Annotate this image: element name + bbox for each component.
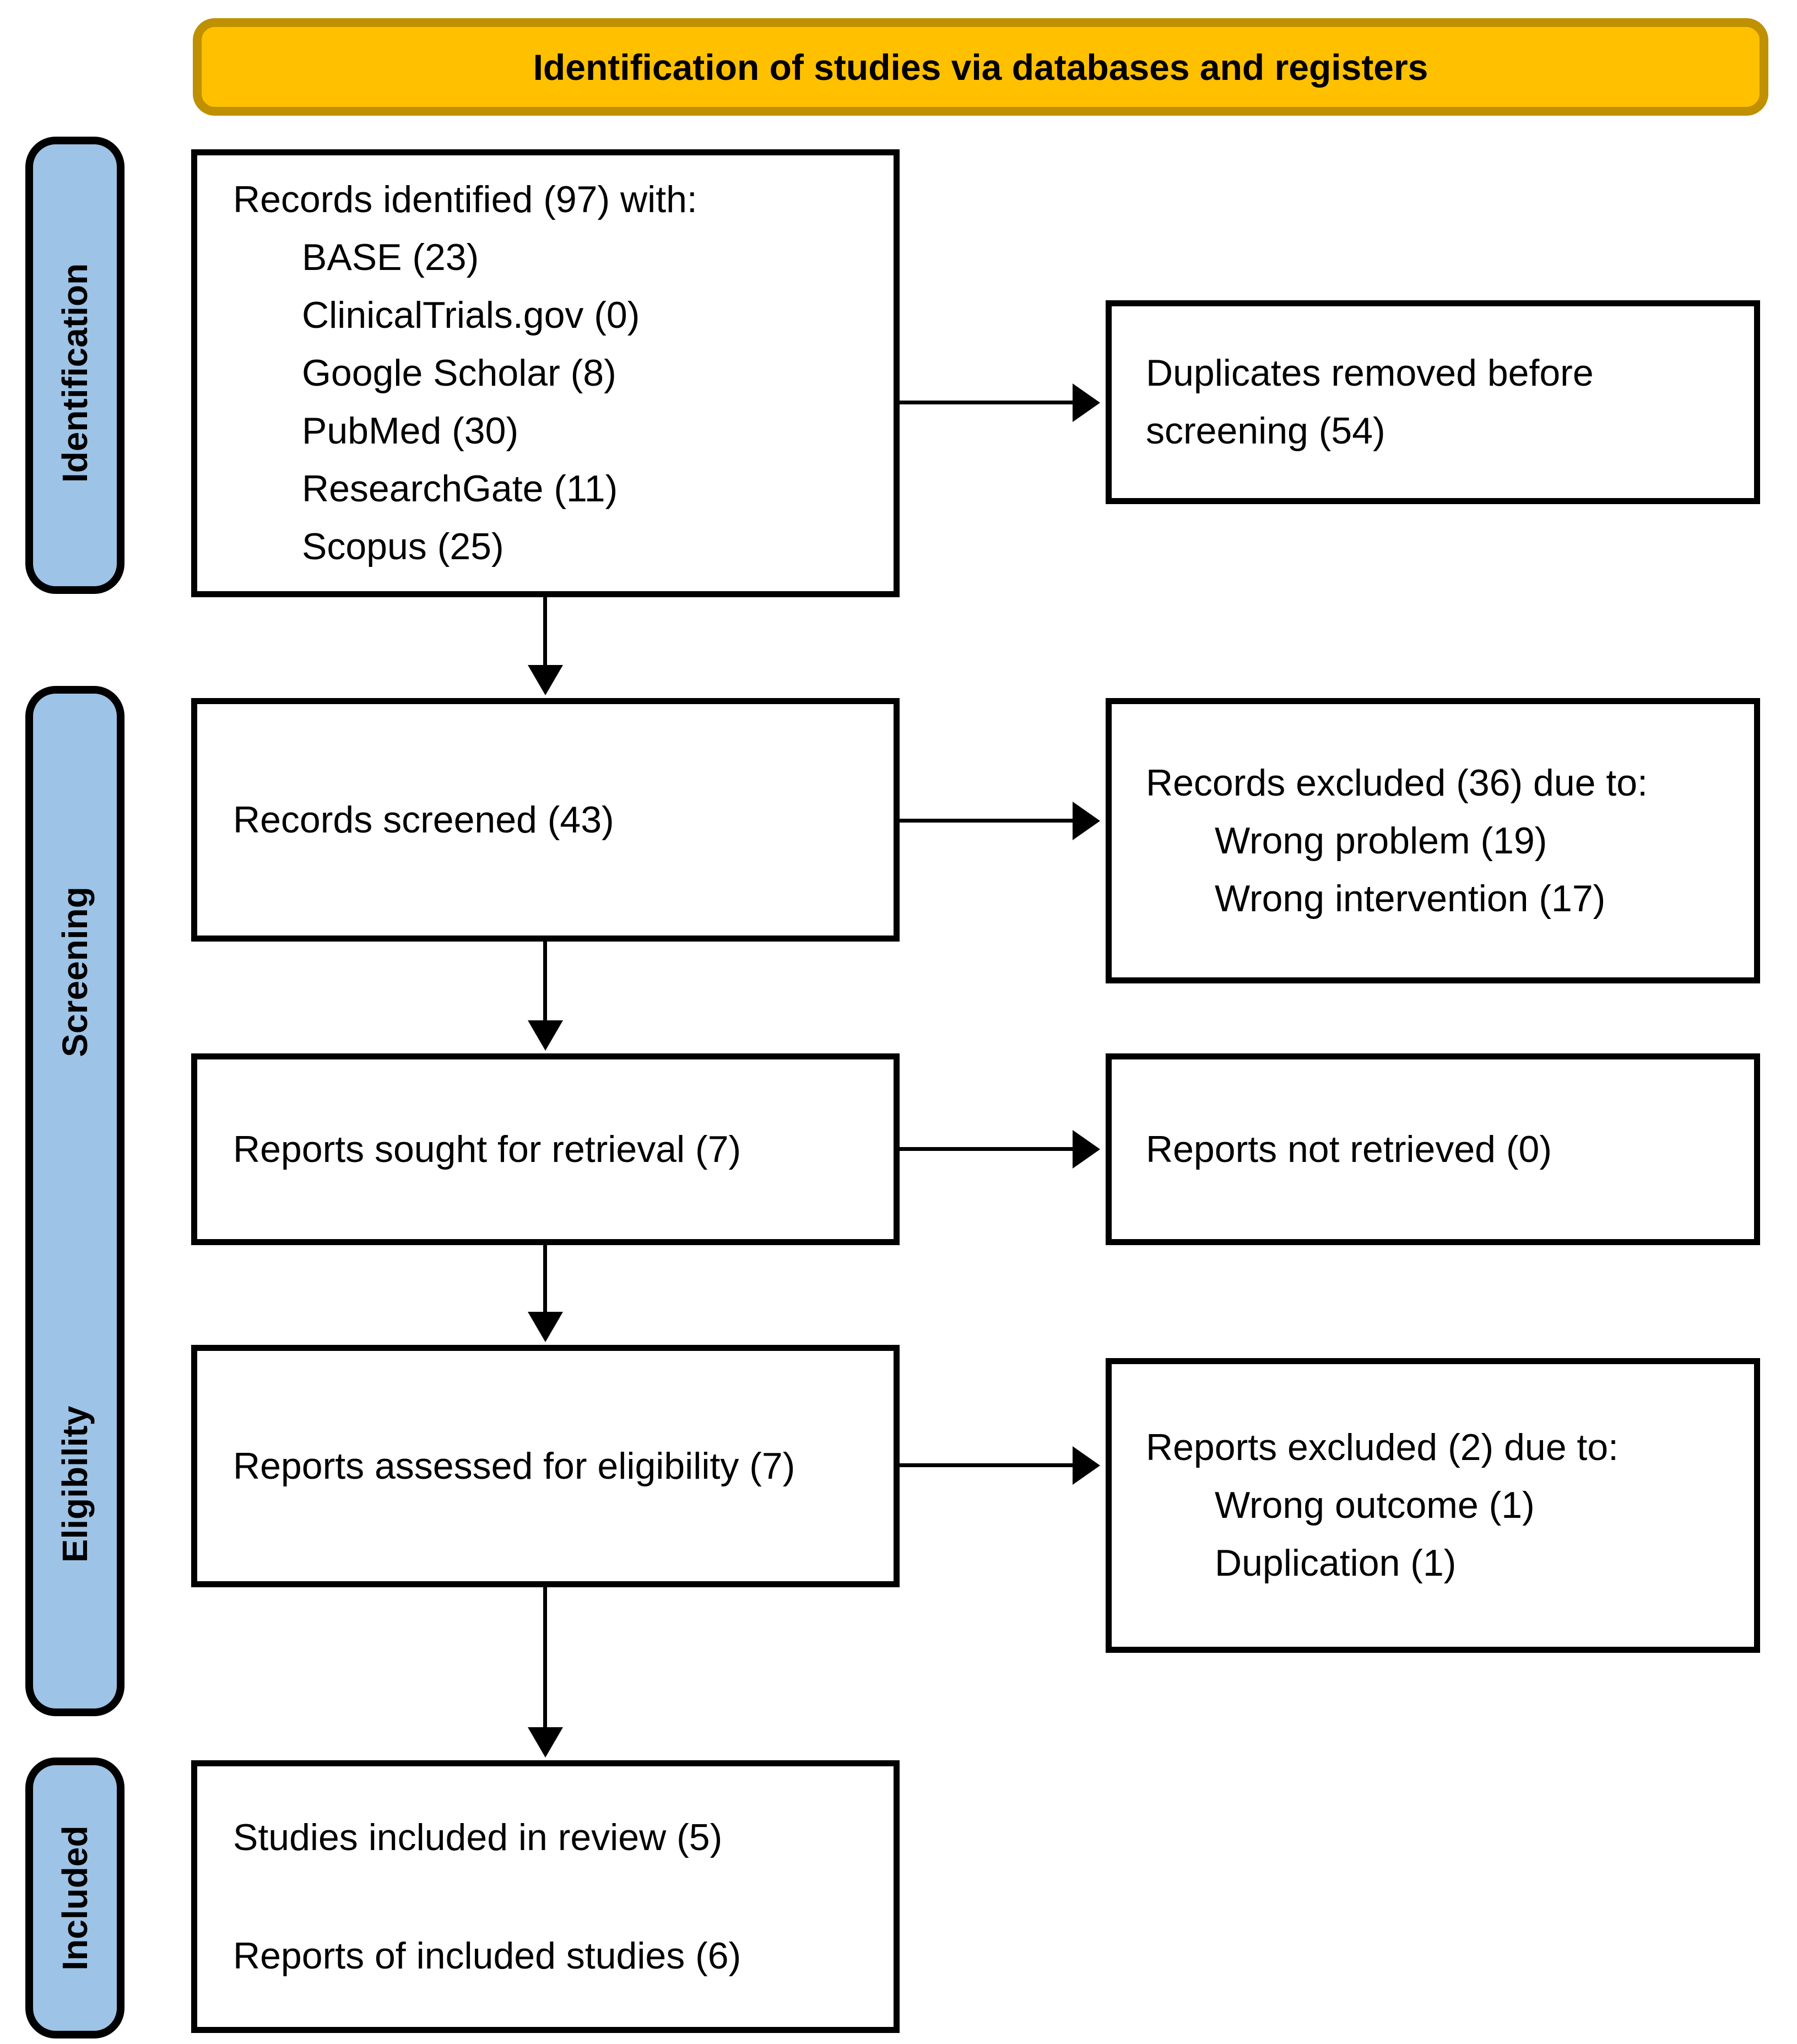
- box-duplicates-removed: Duplicates removed before screening (54): [1106, 300, 1760, 504]
- stage-screening-eligibility: Screening Eligibility: [25, 686, 125, 1716]
- stage-identification-label: Identification: [55, 263, 95, 483]
- source-pubmed: PubMed (30): [302, 410, 519, 452]
- source-researchgate: ResearchGate (11): [302, 468, 618, 510]
- reports-assessed-text: Reports assessed for eligibility (7): [233, 1445, 795, 1487]
- stage-identification: Identification: [25, 137, 125, 594]
- source-base: BASE (23): [302, 236, 479, 278]
- box-records-identified: Records identified (97) with: BASE (23) …: [191, 149, 900, 597]
- records-excluded-reason-wrong-intervention: Wrong intervention (17): [1215, 877, 1606, 920]
- box-reports-assessed: Reports assessed for eligibility (7): [191, 1345, 900, 1587]
- box-reports-sought: Reports sought for retrieval (7): [191, 1053, 900, 1245]
- stage-included: Included: [25, 1758, 125, 2038]
- box-records-screened: Records screened (43): [191, 698, 900, 942]
- reports-not-retrieved-text: Reports not retrieved (0): [1146, 1128, 1552, 1170]
- diagram-title: Identification of studies via databases …: [533, 46, 1428, 88]
- box-reports-not-retrieved: Reports not retrieved (0): [1106, 1053, 1760, 1245]
- reports-sought-text: Reports sought for retrieval (7): [233, 1128, 741, 1170]
- box-records-excluded: Records excluded (36) due to: Wrong prob…: [1106, 698, 1760, 983]
- records-identified-title: Records identified (97) with:: [233, 179, 697, 220]
- box-included-studies: Studies included in review (5) Reports o…: [191, 1760, 900, 2033]
- diagram-title-banner: Identification of studies via databases …: [193, 18, 1768, 116]
- records-excluded-reason-wrong-problem: Wrong problem (19): [1215, 819, 1547, 862]
- duplicates-removed-text: Duplicates removed before screening (54): [1146, 352, 1594, 452]
- reports-included-text: Reports of included studies (6): [233, 1934, 741, 1977]
- stage-screening-label: Screening: [55, 886, 95, 1057]
- box-reports-excluded: Reports excluded (2) due to: Wrong outco…: [1106, 1358, 1760, 1653]
- source-scopus: Scopus (25): [302, 526, 504, 567]
- source-google-scholar: Google Scholar (8): [302, 352, 616, 394]
- records-screened-text: Records screened (43): [233, 798, 614, 841]
- reports-excluded-reason-wrong-outcome: Wrong outcome (1): [1215, 1484, 1535, 1526]
- stage-included-label: Included: [55, 1825, 95, 1971]
- reports-excluded-reason-duplication: Duplication (1): [1215, 1542, 1457, 1584]
- source-clinicaltrials: ClinicalTrials.gov (0): [302, 294, 640, 336]
- reports-excluded-title: Reports excluded (2) due to:: [1146, 1426, 1619, 1468]
- records-excluded-title: Records excluded (36) due to:: [1146, 761, 1648, 804]
- stage-eligibility-label: Eligibility: [55, 1405, 95, 1563]
- studies-included-text: Studies included in review (5): [233, 1816, 723, 1858]
